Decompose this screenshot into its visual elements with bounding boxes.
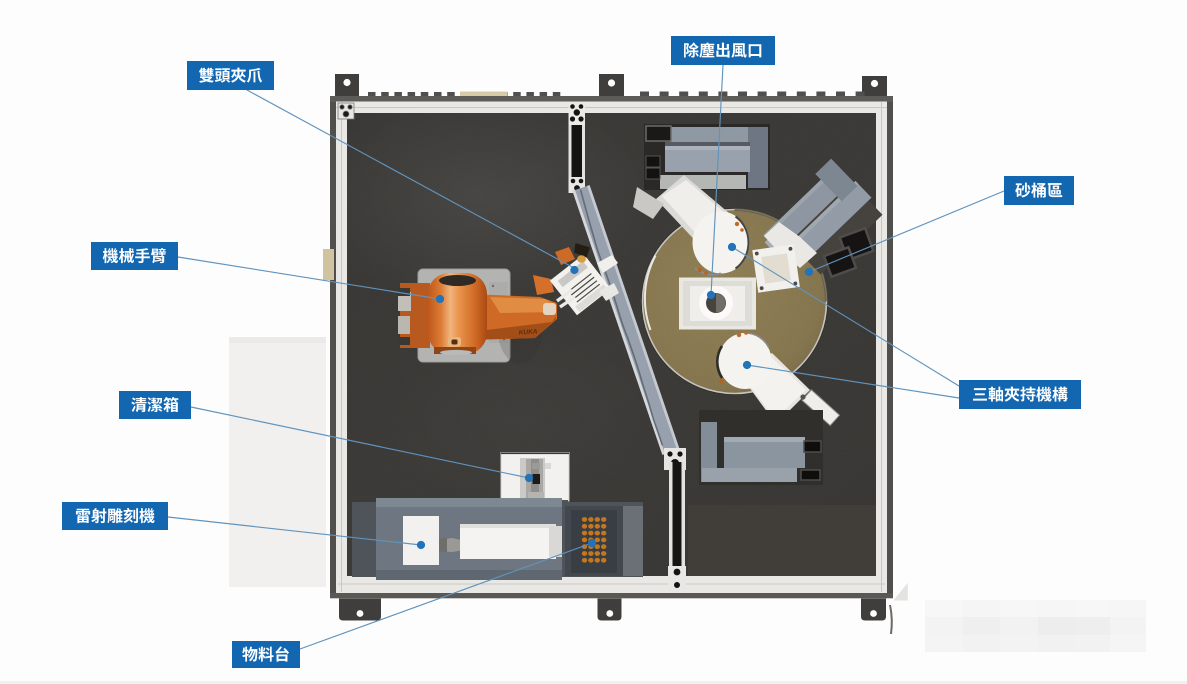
svg-text:KUKA: KUKA <box>518 328 538 336</box>
